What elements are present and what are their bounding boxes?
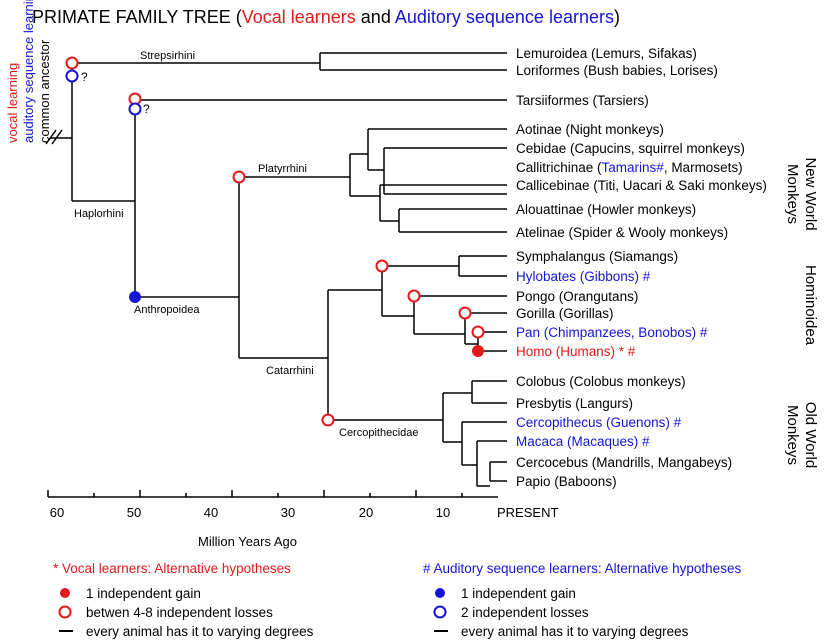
clade-cercopithecidae: Cercopithecidae [339, 427, 419, 439]
left-legend-vocal: vocal learning [5, 63, 20, 143]
legend-auditory-loss-icon [433, 605, 447, 619]
legend-auditory-item-2: 2 independent losses [461, 605, 589, 620]
legend-vocal-item-1: 1 independent gain [86, 586, 201, 601]
gorilla-vocal-loss-marker [458, 306, 472, 320]
leaf-label: Pongo (Orangutans) [516, 289, 638, 304]
leaf-label: Loriformes (Bush babies, Lorises) [516, 63, 718, 78]
leaf-label: Papio (Baboons) [516, 474, 617, 489]
clade-platyrrhini: Platyrrhini [258, 163, 307, 175]
leaf-label: Callitrichinae (Tamarins#, Marmosets) [516, 160, 743, 175]
group-new-world-monkeys-line2: Monkeys [784, 164, 801, 224]
leaf-label: Cebidae (Capucins, squirrel monkeys) [516, 141, 745, 156]
clade-strepsirhini: Strepsirhini [140, 50, 195, 62]
root-vocal-loss-marker [65, 56, 79, 70]
pan-vocal-loss-marker [471, 325, 485, 339]
tree-branches [45, 52, 507, 487]
left-legend-ancestor: common ancestor [37, 39, 52, 143]
left-legend-auditory: auditory sequence learning [21, 0, 36, 143]
leaf-label: Tarsiiformes (Tarsiers) [516, 93, 649, 108]
node-markers [65, 56, 485, 427]
axis-tick: 10 [436, 505, 450, 520]
figure-title: PRIMATE FAMILY TREE (Vocal learners and … [32, 7, 620, 27]
legend-auditory-item-3: every animal has it to varying degrees [461, 624, 689, 639]
leaf-label: Callicebinae (Titi, Uacari & Saki monkey… [516, 178, 767, 193]
group-old-world-monkeys-line1: Old World [802, 402, 819, 468]
legend-auditory-gain-icon [435, 588, 445, 598]
axis-tick: 60 [50, 505, 64, 520]
leaf-label: Hylobates (Gibbons) # [516, 269, 651, 284]
question-mark-root: ? [81, 70, 88, 84]
axis-tick: 20 [359, 505, 373, 520]
axis-present-label: PRESENT [497, 505, 558, 520]
axis-tick: 40 [204, 505, 218, 520]
platyrrhini-vocal-loss-marker [232, 170, 246, 184]
group-new-world-monkeys-line1: New World [802, 157, 819, 230]
question-mark-haplorhini: ? [143, 102, 150, 116]
leaf-label: Symphalangus (Siamangs) [516, 249, 678, 264]
leaf-labels: Lemuroidea (Lemurs, Sifakas) Loriformes … [516, 46, 767, 489]
legend-auditory-heading: # Auditory sequence learners: Alternativ… [423, 561, 741, 576]
leaf-label: Colobus (Colobus monkeys) [516, 374, 686, 389]
legend-vocal-gain-icon [60, 588, 70, 598]
legend-vocal-item-2: betwen 4-8 independent losses [86, 605, 273, 620]
clade-haplorhini: Haplorhini [74, 208, 124, 220]
root-auditory-loss-marker [65, 69, 79, 83]
homo-vocal-gain-marker [472, 345, 484, 357]
leaf-label: Pan (Chimpanzees, Bonobos) # [516, 325, 708, 340]
group-old-world-monkeys-line2: Monkeys [784, 405, 801, 465]
group-hominoidea: Hominoidea [802, 265, 819, 346]
time-axis [47, 490, 498, 498]
legend-vocal-loss-icon [58, 605, 72, 619]
legend-vocal-heading: * Vocal learners: Alternative hypotheses [53, 561, 291, 576]
leaf-label: Cercocebus (Mandrills, Mangabeys) [516, 455, 732, 470]
leaf-label: Macaca (Macaques) # [516, 434, 650, 449]
cercopithecidae-vocal-loss-marker [321, 413, 335, 427]
leaf-label: Gorilla (Gorillas) [516, 306, 614, 321]
clade-anthropoidea: Anthropoidea [134, 304, 200, 316]
leaf-label: Homo (Humans) * # [516, 344, 636, 359]
leaf-label: Atelinae (Spider & Wooly monkeys) [516, 225, 728, 240]
haplorhini-auditory-loss-marker [128, 102, 142, 116]
axis-tick: 50 [127, 505, 141, 520]
legend-auditory-item-1: 1 independent gain [461, 586, 576, 601]
legend-vocal-item-3: every animal has it to varying degrees [86, 624, 314, 639]
leaf-label: Aotinae (Night monkeys) [516, 122, 664, 137]
anthropoidea-auditory-gain-marker [129, 291, 141, 303]
hylobatid-vocal-loss-marker [375, 259, 389, 273]
leaf-label: Lemuroidea (Lemurs, Sifakas) [516, 46, 697, 61]
leaf-label: Presbytis (Langurs) [516, 396, 633, 411]
axis-tick: 30 [281, 505, 295, 520]
leaf-label: Cercopithecus (Guenons) # [516, 415, 682, 430]
clade-catarrhini: Catarrhini [266, 365, 314, 377]
axis-title: Million Years Ago [198, 534, 297, 549]
pongo-vocal-loss-marker [407, 289, 421, 303]
leaf-label: Alouattinae (Howler monkeys) [516, 202, 696, 217]
